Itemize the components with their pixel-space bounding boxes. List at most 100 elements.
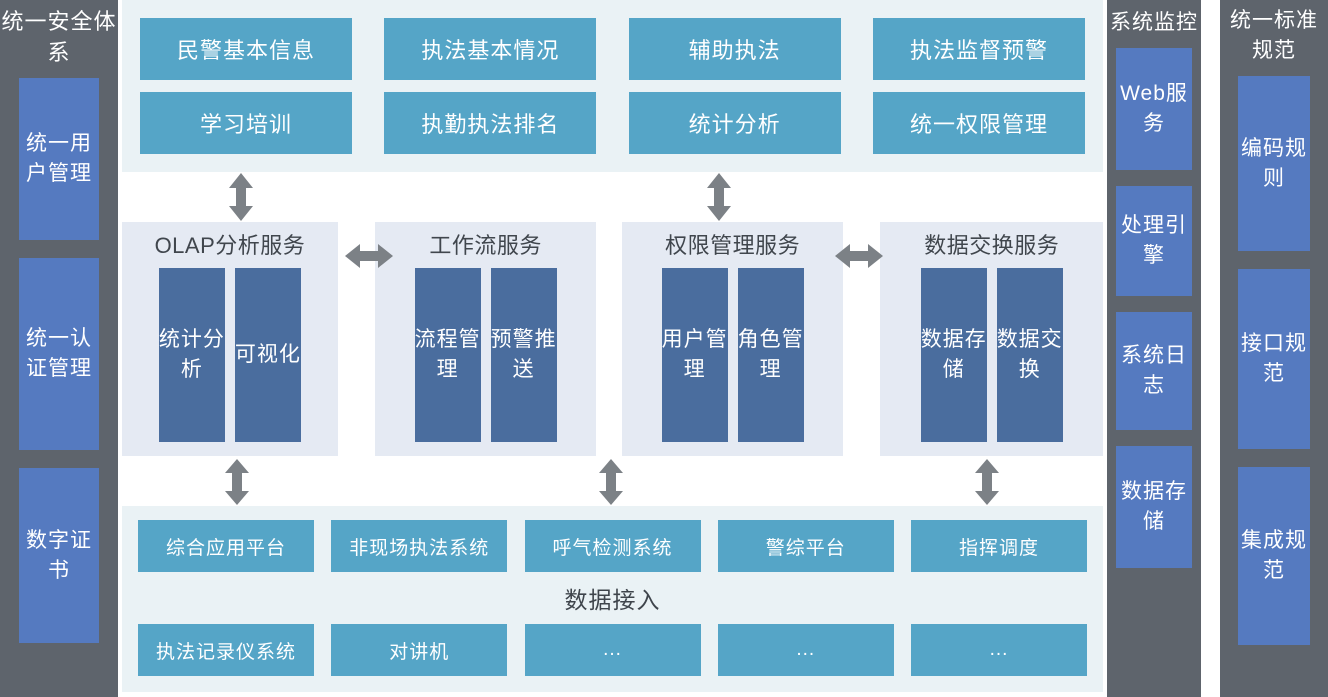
left-rail-title: 统一​安全​体系 <box>1 9 117 65</box>
service-box-label: 可视化 <box>234 343 301 366</box>
arrow-data-exchange-to-data-source <box>974 459 1000 505</box>
data-source-row-1: 综合应用平台 非现场执法系统 呼气检测系统 警综平台 指挥调度 <box>138 520 1087 572</box>
app-box-unified-permission[interactable]: 统一权限管理 <box>872 92 1085 154</box>
data-source-layer-panel: 综合应用平台 非现场执法系统 呼气检测系统 警综平台 指挥调度 数据接入 执 <box>122 506 1103 692</box>
app-box-duty-ranking[interactable]: 执勤执法排名 <box>384 92 597 154</box>
monitor-item-web-service[interactable]: Web​服务 <box>1116 48 1192 170</box>
standard-rail-title: 统一​标准​规范 <box>1230 9 1318 62</box>
data-box-offsite-enforcement[interactable]: 非现场执法系统 <box>331 520 508 572</box>
app-box-label: 辅助执法 <box>688 38 781 63</box>
app-box-label: 执勤执法排名 <box>421 112 560 137</box>
app-box-officer-basic-info[interactable]: 民警基本信息 <box>140 18 352 80</box>
data-box-label: 非现场执法系统 <box>349 537 490 559</box>
app-box-label: 民警基本信息 <box>176 38 315 63</box>
data-box-label: 对讲机 <box>389 641 450 663</box>
left-rail-security: 统一​安全​体系 统​一​用​户​管​理 统​一​认​证​管​理 数​字​证​书 <box>0 0 118 697</box>
service-panel-title: 权限管理服务 <box>665 233 801 258</box>
service-box-process-management[interactable]: 流程管理 <box>414 268 481 442</box>
monitor-rail-title: 系统​监控 <box>1110 11 1198 34</box>
left-rail-item-digital-certificate[interactable]: 数​字​证​书 <box>19 468 99 643</box>
standard-item-interface-spec[interactable]: 接​口​规​范 <box>1238 269 1310 449</box>
left-rail-item-label: 统​一​认​证​管​理 <box>26 327 92 380</box>
application-row-1: 民警基本信息 执法基本情况 辅助执法 执法监督预警 <box>122 18 1103 80</box>
data-box-more-3[interactable]: ... <box>911 624 1087 676</box>
service-box-label: 统计分析 <box>158 328 225 381</box>
data-box-label: 执法记录仪系统 <box>155 641 296 663</box>
monitor-item-label: 处理​引擎 <box>1121 214 1187 267</box>
app-box-statistical-analysis[interactable]: 统计分析 <box>628 92 841 154</box>
service-panel-title: 工作流服务 <box>429 233 542 258</box>
application-layer-panel: 民警基本信息 执法基本情况 辅助执法 执法监督预警 学习培训 执勤执法排名 <box>122 0 1103 172</box>
data-box-integrated-platform[interactable]: 综合应用平台 <box>138 520 314 572</box>
app-box-enforcement-supervision-alert[interactable]: 执法监督预警 <box>872 18 1085 80</box>
service-box-data-storage[interactable]: 数据存储 <box>920 268 987 442</box>
data-box-more-1[interactable]: ... <box>524 624 701 676</box>
service-panel-title: OLAP分析服务 <box>154 233 306 258</box>
data-box-body-camera-system[interactable]: 执法记录仪系统 <box>138 624 314 676</box>
service-box-data-exchange[interactable]: 数据交换 <box>996 268 1063 442</box>
right-rail-unified-standards: 统一​标准​规范 编​码​规​则 接​口​规​范 集​成​规​范 <box>1220 0 1328 697</box>
standard-item-encoding-rules[interactable]: 编​码​规​则 <box>1238 76 1310 251</box>
data-box-label: ... <box>796 639 816 660</box>
data-box-police-platform[interactable]: 警综平台 <box>717 520 894 572</box>
service-panel-boxes: 用户管理 角色管理 <box>661 268 804 456</box>
data-box-label: ... <box>603 639 622 660</box>
service-box-role-management[interactable]: 角色管理 <box>737 268 804 442</box>
app-box-training[interactable]: 学习培训 <box>140 92 352 154</box>
service-panel-boxes: 流程管理 预警推送 <box>414 268 557 456</box>
data-box-more-2[interactable]: ... <box>717 624 894 676</box>
standard-item-label: 编​码​规​则 <box>1241 136 1307 190</box>
arrow-workflow-to-data-source <box>598 459 624 505</box>
monitor-item-processing-engine[interactable]: 处理​引擎 <box>1116 186 1192 296</box>
data-box-label: ... <box>989 639 1009 660</box>
service-box-label: 流程管理 <box>414 328 481 381</box>
service-panel-boxes: 统计分析 可视化 <box>158 268 301 456</box>
data-box-walkie-talkie[interactable]: 对讲机 <box>331 624 508 676</box>
app-box-enforcement-basics[interactable]: 执法基本情况 <box>384 18 597 80</box>
data-box-label: 指挥调度 <box>958 537 1039 559</box>
service-box-label: 预警推送 <box>490 328 557 381</box>
right-rail-system-monitor: 系统​监控 Web​服务 处理​引擎 系统​日志 数据​存储 <box>1107 0 1201 697</box>
left-rail-item-auth-management[interactable]: 统​一​认​证​管​理 <box>19 258 99 450</box>
app-box-assisted-enforcement[interactable]: 辅助执法 <box>628 18 841 80</box>
standard-item-integration-spec[interactable]: 集​成​规​范 <box>1238 467 1310 645</box>
data-access-label: 数据接入 <box>564 587 661 613</box>
left-rail-item-label: 数​字​证​书 <box>26 528 92 582</box>
service-box-statistical-analysis[interactable]: 统计分析 <box>158 268 225 442</box>
monitor-item-data-storage[interactable]: 数据​存储 <box>1116 446 1192 568</box>
monitor-item-system-log[interactable]: 系统​日志 <box>1116 312 1192 430</box>
service-box-label: 数据存储 <box>920 328 987 381</box>
service-panel-olap: OLAP分析服务 统计分析 可视化 <box>122 222 338 456</box>
left-rail-item-label: 统​一​用​户​管​理 <box>26 132 92 185</box>
app-box-label: 执法基本情况 <box>421 38 560 63</box>
arrow-permission-to-data-exchange <box>835 243 883 269</box>
monitor-item-label: 系统​日志 <box>1121 344 1187 397</box>
service-panel-data-exchange: 数据交换服务 数据存储 数据交换 <box>880 222 1104 456</box>
service-panel-boxes: 数据存储 数据交换 <box>920 268 1063 456</box>
service-panel-permission: 权限管理服务 用户管理 角色管理 <box>621 222 844 456</box>
application-row-2: 学习培训 执勤执法排名 统计分析 统一权限管理 <box>122 92 1103 154</box>
app-box-label: 统计分析 <box>688 112 781 137</box>
service-box-visualization[interactable]: 可视化 <box>234 268 301 442</box>
data-box-breath-test-system[interactable]: 呼气检测系统 <box>524 520 701 572</box>
service-box-label: 角色管理 <box>737 328 804 381</box>
service-box-user-management[interactable]: 用户管理 <box>661 268 728 442</box>
arrow-olap-to-workflow <box>345 243 393 269</box>
standard-item-label: 接​口​规​范 <box>1241 332 1307 385</box>
main-column: 民警基本信息 执法基本情况 辅助执法 执法监督预警 学习培训 执勤执法排名 <box>118 0 1107 697</box>
service-panel-workflow: 工作流服务 流程管理 预警推送 <box>374 222 597 456</box>
arrow-app-to-permission <box>706 173 732 221</box>
arrow-app-to-olap <box>228 173 254 221</box>
service-box-alert-push[interactable]: 预警推送 <box>490 268 557 442</box>
data-box-label: 综合应用平台 <box>165 537 286 559</box>
service-layer-band: OLAP分析服务 统计分析 可视化 工作流服务 流程管理 <box>122 222 1104 456</box>
monitor-item-label: 数据​存储 <box>1121 480 1187 533</box>
arrow-olap-to-data-source <box>224 459 250 505</box>
left-rail-item-user-management[interactable]: 统​一​用​户​管​理 <box>19 78 99 240</box>
data-box-command-dispatch[interactable]: 指挥调度 <box>911 520 1087 572</box>
data-source-row-2: 执法记录仪系统 对讲机 ... ... ... <box>138 624 1087 676</box>
service-panel-title: 数据交换服务 <box>924 233 1060 258</box>
app-box-label: 学习培训 <box>199 112 292 137</box>
data-box-label: 警综平台 <box>765 537 846 559</box>
